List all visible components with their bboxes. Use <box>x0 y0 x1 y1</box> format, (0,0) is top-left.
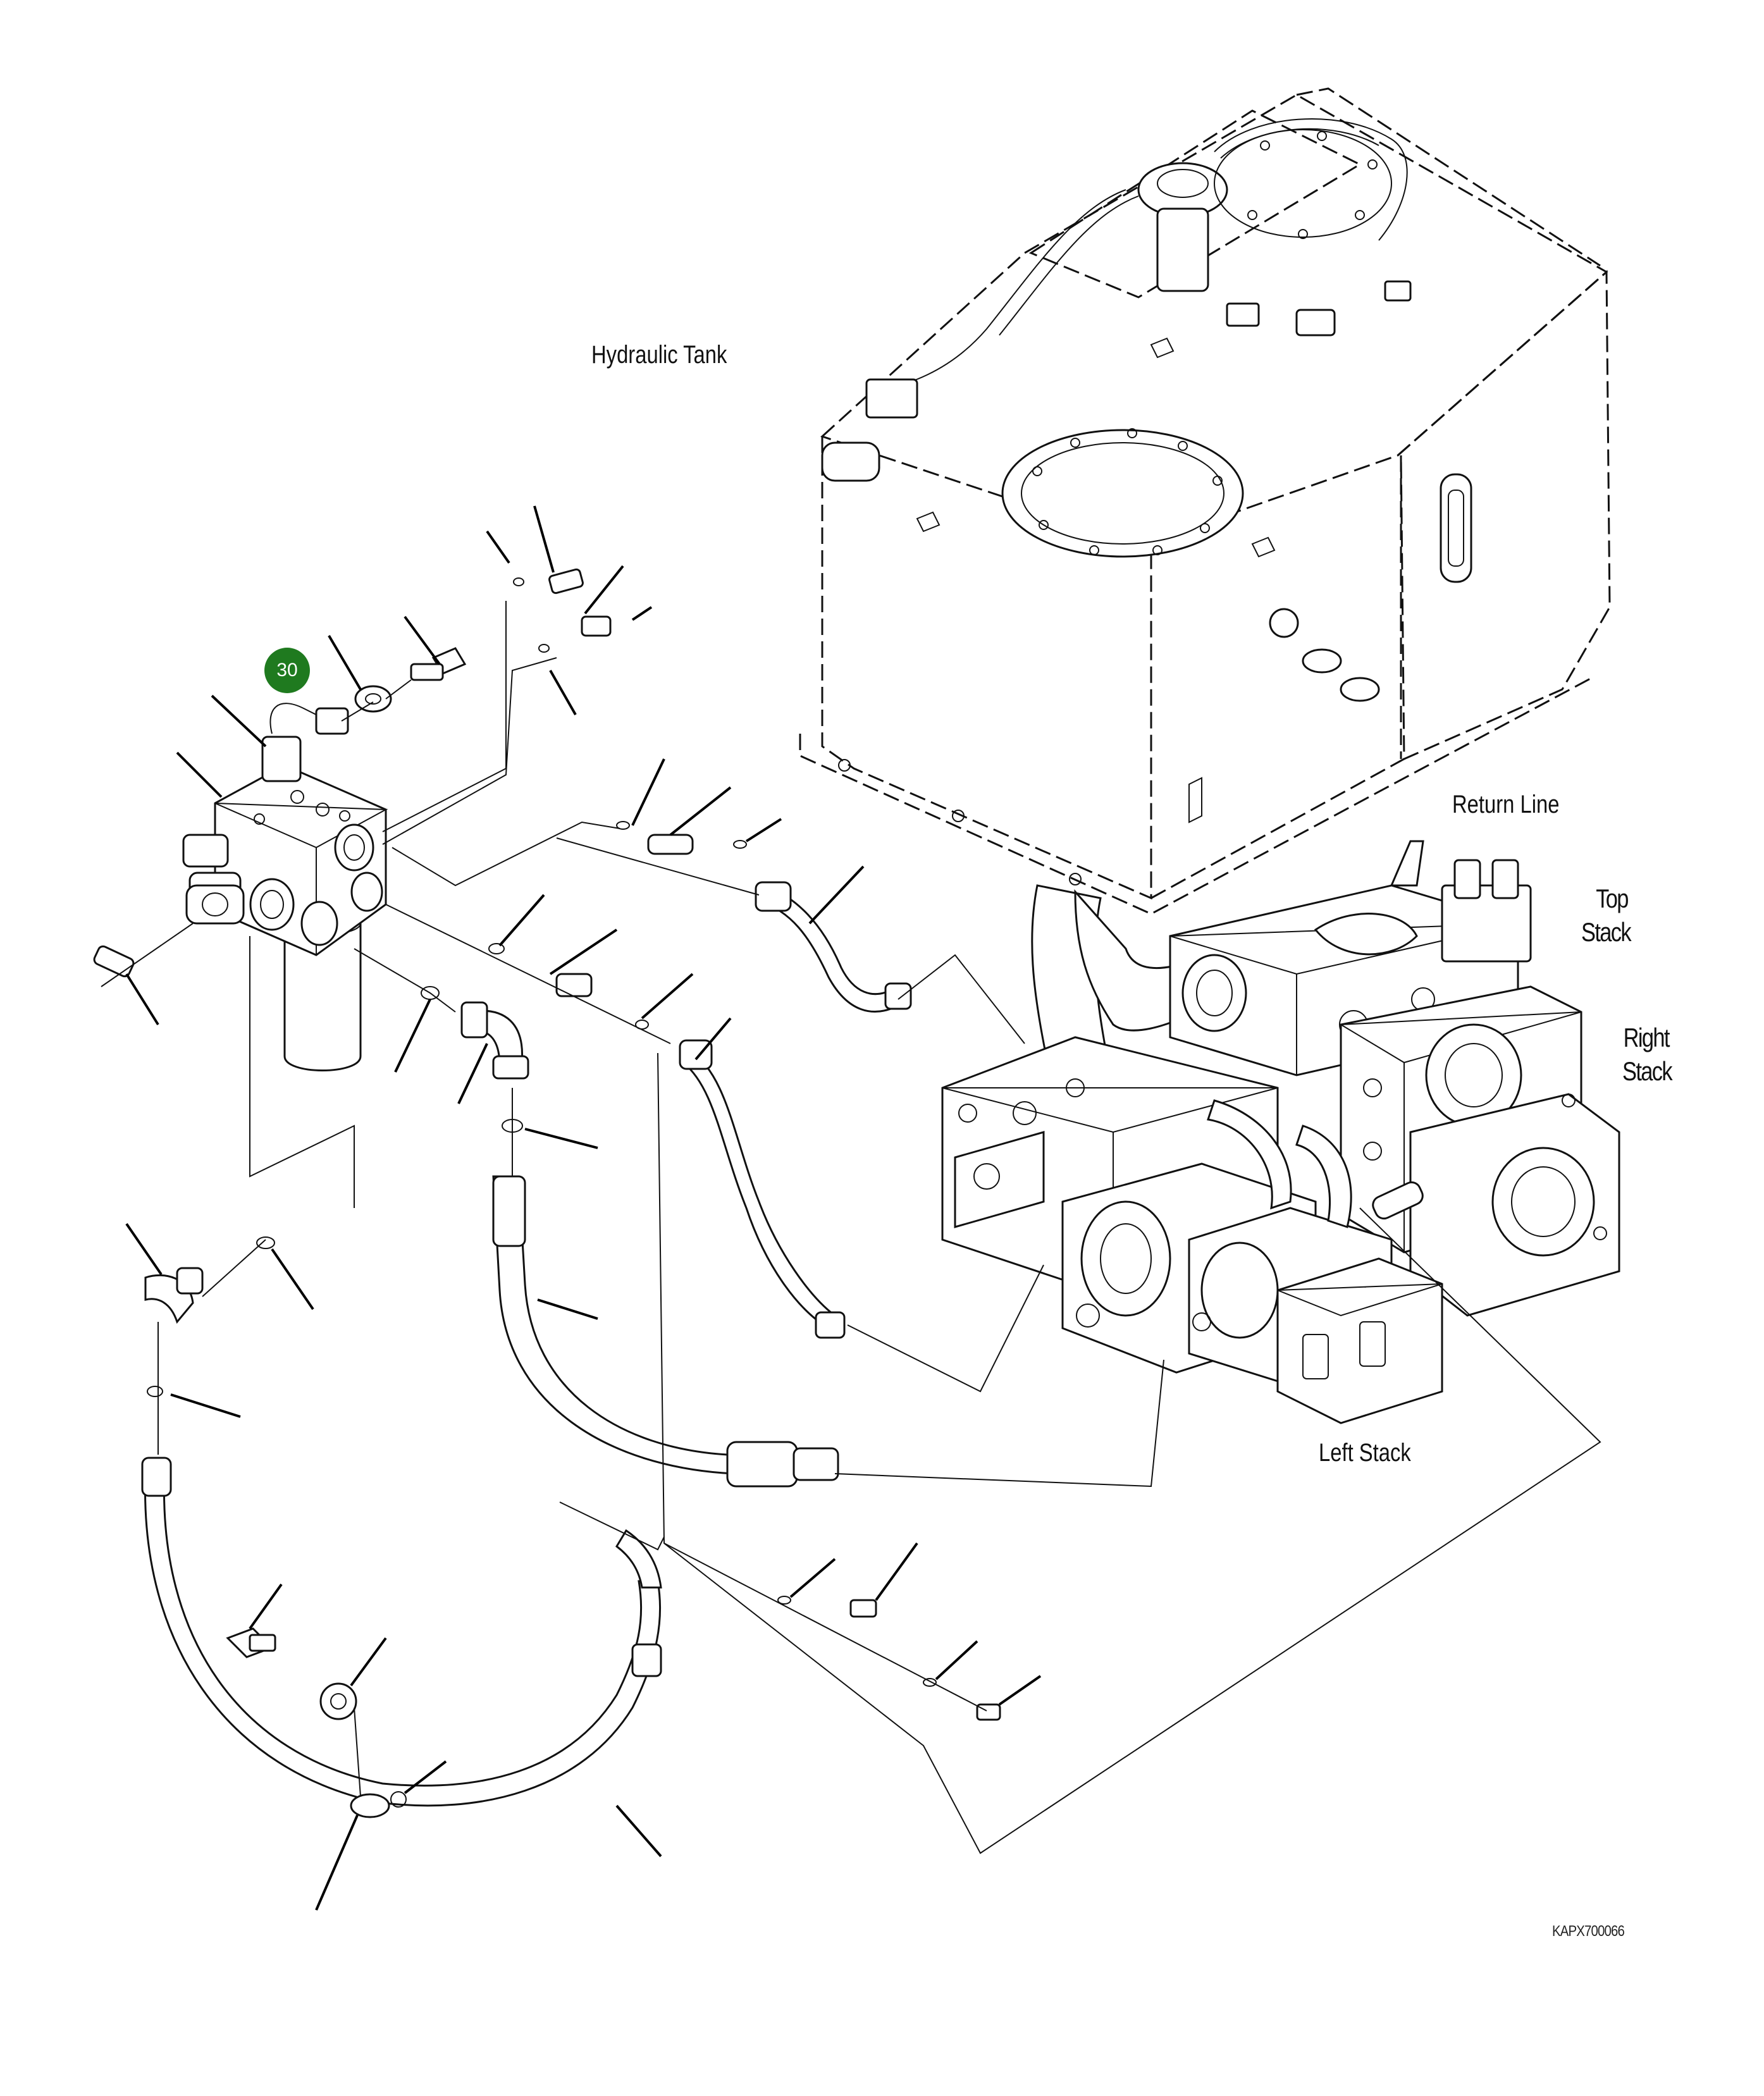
hose-fitting <box>492 1175 526 1247</box>
label-left-stack: Left Stack <box>1319 1438 1411 1467</box>
tank-sensor <box>821 441 880 482</box>
hydraulic-tank <box>799 87 1611 915</box>
callout-30-button[interactable]: 30 <box>264 648 310 693</box>
pump-assembly <box>941 840 1620 1424</box>
drawing-code: KAPX700066 <box>1552 1923 1625 1940</box>
hoses-and-fittings <box>141 568 1001 1818</box>
right-stack <box>1338 985 1620 1317</box>
assembly-lines <box>101 601 1601 1854</box>
label-top-stack: Top Stack <box>1581 884 1632 947</box>
label-right-stack: Right Stack <box>1622 1023 1673 1086</box>
tank-access-cover <box>1001 429 1244 558</box>
manifold-block <box>93 703 388 1071</box>
label-hydraulic-tank: Hydraulic Tank <box>591 340 727 369</box>
label-return-line: Return Line <box>1452 790 1560 818</box>
leader-lines <box>125 505 1042 1911</box>
left-stack <box>941 1036 1443 1424</box>
